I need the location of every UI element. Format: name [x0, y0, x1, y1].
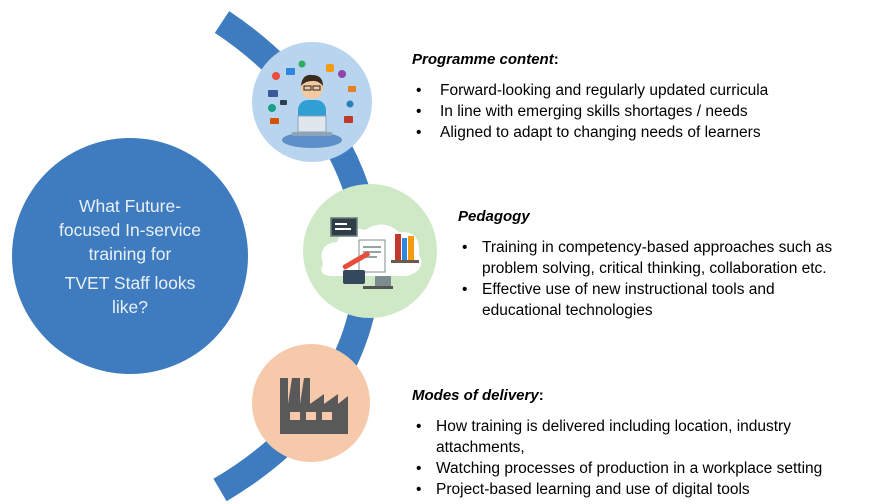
list-item: Project-based learning and use of digita… — [412, 479, 822, 500]
section-title: Programme content: — [412, 51, 559, 68]
bullet-list: Training in competency-based approaches … — [458, 237, 832, 321]
list-item: In line with emerging skills shortages /… — [412, 101, 768, 122]
list-item: Effective use of new instructional tools… — [458, 279, 832, 300]
list-item: Forward-looking and regularly updated cu… — [412, 80, 768, 101]
main-question-circle: What Future- focused In-service training… — [12, 138, 248, 374]
person-with-laptop-icon — [268, 60, 356, 148]
list-item-continuation: problem solving, critical thinking, coll… — [482, 260, 827, 277]
list-item-continuation: attachments, — [436, 439, 525, 456]
section-title: Pedagogy — [458, 207, 832, 227]
modes-of-delivery-circle — [252, 344, 370, 462]
bullet-list: How training is delivered including loca… — [412, 416, 822, 500]
main-question-line: What Future- — [78, 195, 182, 216]
main-question-line: like? — [112, 296, 148, 317]
main-question-text: What Future- focused In-service training… — [45, 194, 215, 319]
list-item: Watching processes of production in a wo… — [412, 458, 822, 479]
main-question-line: training for — [88, 243, 172, 264]
list-item: Aligned to adapt to changing needs of le… — [412, 122, 768, 143]
list-item-continuation: educational technologies — [482, 302, 653, 319]
main-question-line: focused In-service — [58, 219, 201, 240]
programme-content-circle — [252, 42, 372, 162]
bullet-list: Forward-looking and regularly updated cu… — [412, 80, 768, 143]
section-title: Modes of delivery: — [412, 387, 544, 404]
list-item: How training is delivered including loca… — [412, 416, 822, 437]
pedagogy-circle — [303, 184, 437, 318]
section-pedagogy: Pedagogy Training in competency-based ap… — [458, 207, 832, 321]
section-modes-of-delivery: Modes of delivery: How training is deliv… — [412, 386, 822, 500]
list-item: Training in competency-based approaches … — [458, 237, 832, 258]
section-title-text: Programme content — [412, 51, 554, 68]
section-title-text: Modes of delivery — [412, 387, 539, 404]
section-title-text: Pedagogy — [458, 208, 530, 225]
classroom-tools-icon — [321, 217, 422, 289]
factory-icon — [280, 378, 348, 434]
section-programme-content: Programme content: Forward-looking and r… — [412, 50, 768, 143]
main-question-line: TVET Staff looks — [64, 272, 196, 293]
